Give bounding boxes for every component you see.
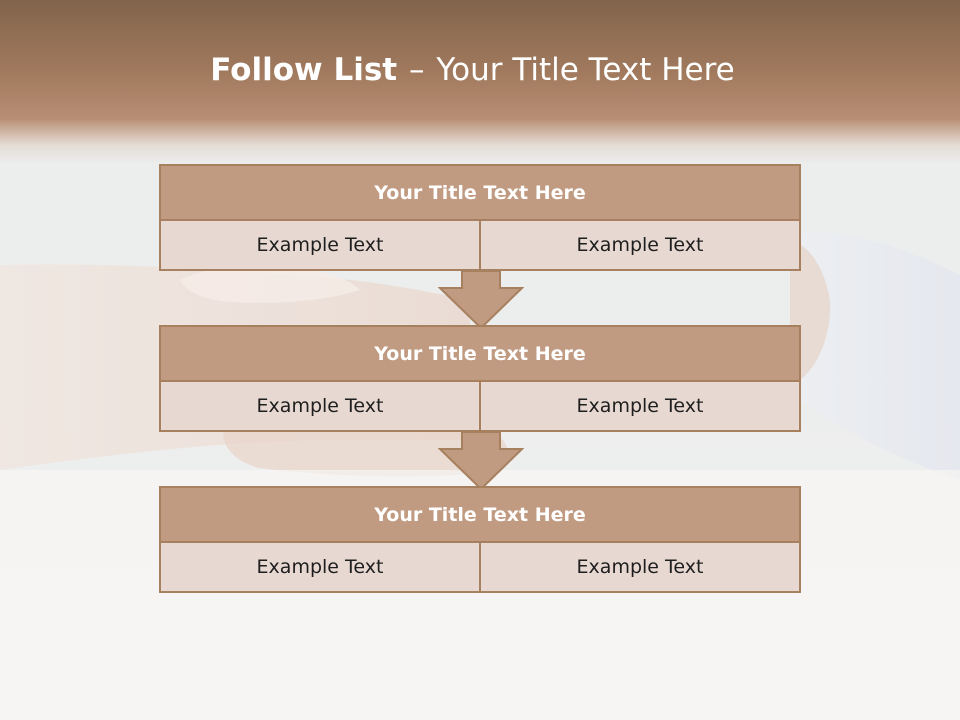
step-title: Your Title Text Here bbox=[159, 486, 801, 543]
step-box-3: Your Title Text Here Example Text Exampl… bbox=[159, 486, 801, 593]
step-box-1: Your Title Text Here Example Text Exampl… bbox=[159, 164, 801, 271]
step-row: Example Text Example Text bbox=[159, 221, 801, 271]
down-arrow-icon bbox=[438, 431, 524, 491]
step-cell-right: Example Text bbox=[481, 543, 801, 593]
step-cell-right: Example Text bbox=[481, 221, 801, 271]
step-cell-left: Example Text bbox=[159, 382, 481, 432]
slide-title-separator: – bbox=[408, 52, 425, 88]
slide-title-bold: Follow List bbox=[210, 52, 398, 88]
header-band bbox=[0, 0, 960, 165]
step-row: Example Text Example Text bbox=[159, 382, 801, 432]
down-arrow-icon bbox=[438, 270, 524, 330]
step-title: Your Title Text Here bbox=[159, 325, 801, 382]
slide-title: Follow List – Your Title Text Here bbox=[0, 52, 945, 88]
step-title: Your Title Text Here bbox=[159, 164, 801, 221]
step-cell-left: Example Text bbox=[159, 543, 481, 593]
step-cell-left: Example Text bbox=[159, 221, 481, 271]
step-row: Example Text Example Text bbox=[159, 543, 801, 593]
step-cell-right: Example Text bbox=[481, 382, 801, 432]
step-box-2: Your Title Text Here Example Text Exampl… bbox=[159, 325, 801, 432]
slide-title-text: Your Title Text Here bbox=[436, 52, 735, 88]
